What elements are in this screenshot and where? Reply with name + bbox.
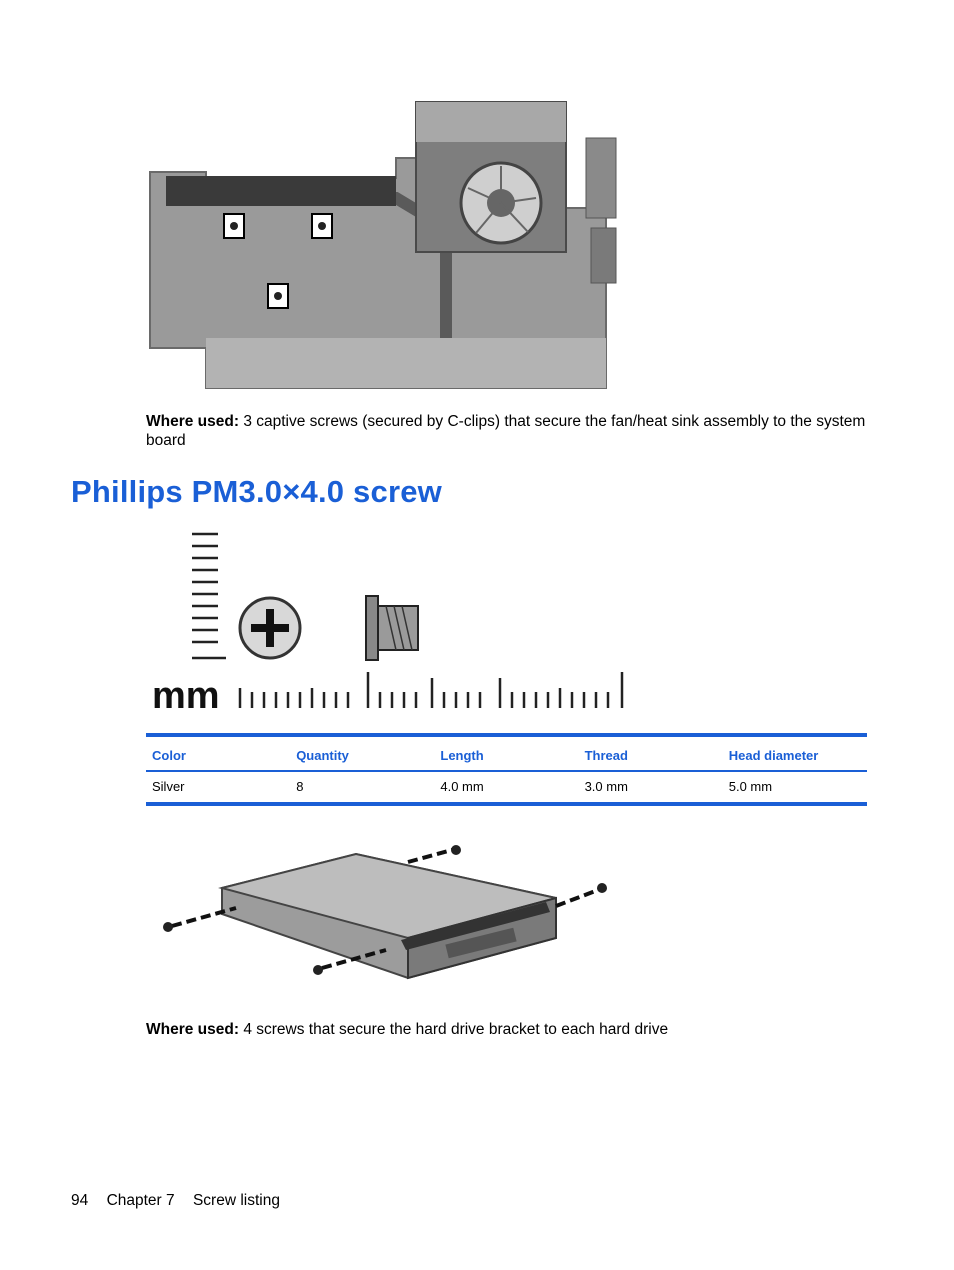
screw-size-figure: mm: [152, 532, 624, 717]
cell-thread: 3.0 mm: [584, 779, 628, 794]
page-footer: 94 Chapter 7 Screw listing: [71, 1192, 294, 1210]
table-row: Silver 8 4.0 mm 3.0 mm 5.0 mm: [146, 771, 867, 804]
where-used-label: Where used:: [146, 1021, 240, 1038]
screw-spec-table: Color Quantity Length Thread Head diamet…: [146, 733, 867, 806]
bottom-where-used-caption: Where used: 4 screws that secure the har…: [146, 1020, 872, 1039]
section-heading: Phillips PM3.0×4.0 screw: [71, 474, 442, 509]
fan-heatsink-figure: [149, 101, 617, 389]
chapter-number: Chapter 7: [106, 1192, 175, 1209]
hard-drive-figure: [163, 845, 607, 980]
screw-callout: [267, 283, 289, 309]
cell-quantity: 8: [296, 779, 304, 794]
where-used-text: 3 captive screws (secured by C-clips) th…: [146, 413, 866, 449]
screw-callout: [311, 213, 333, 239]
where-used-text: 4 screws that secure the hard drive brac…: [239, 1021, 669, 1038]
header-color: Color: [146, 735, 291, 772]
cell-length: 4.0 mm: [440, 779, 484, 794]
header-thread: Thread: [578, 735, 723, 772]
cell-head-diameter: 5.0 mm: [728, 779, 773, 794]
ruler-unit-label: mm: [152, 675, 220, 717]
page-number: 94: [71, 1192, 89, 1209]
cell-color: Silver: [152, 779, 185, 794]
header-quantity: Quantity: [290, 735, 435, 772]
header-length: Length: [434, 735, 579, 772]
chapter-title: Screw listing: [192, 1192, 280, 1209]
top-where-used-caption: Where used: 3 captive screws (secured by…: [146, 412, 872, 450]
table-header-row: Color Quantity Length Thread Head diamet…: [146, 735, 867, 772]
where-used-label: Where used:: [146, 413, 240, 430]
screw-callout: [223, 213, 245, 239]
header-head-diameter: Head diameter: [722, 735, 867, 772]
